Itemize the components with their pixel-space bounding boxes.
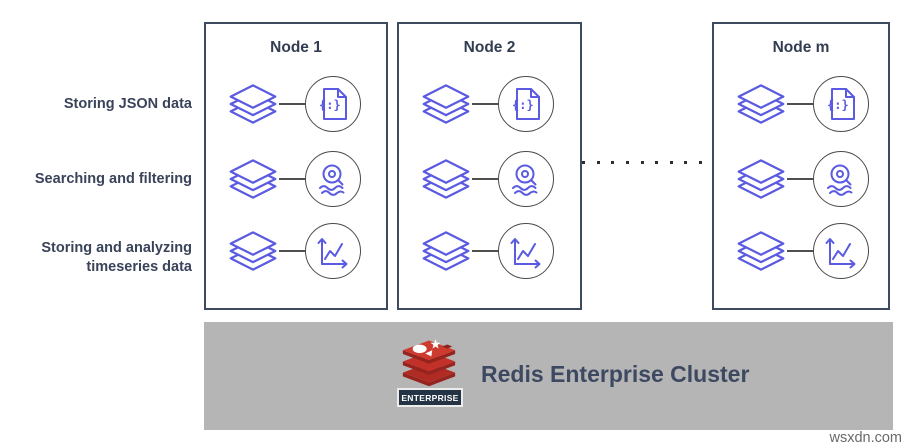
- label-timeseries-line1: Storing and analyzing: [41, 240, 192, 256]
- database-shard-stack-icon: [735, 229, 787, 273]
- ellipsis-dot: [669, 160, 673, 164]
- database-shard-stack-icon: [735, 157, 787, 201]
- search-module-circle: [498, 151, 554, 207]
- ellipsis-dot: [640, 160, 644, 164]
- search-module-circle: [813, 151, 869, 207]
- search-module-circle: [305, 151, 361, 207]
- redis-enterprise-cluster-bar: ENTERPRISE Redis Enterprise Cluster: [204, 322, 893, 430]
- node-1-json-row: [227, 76, 361, 132]
- connector-line: [787, 103, 813, 105]
- node-2-search-row: [420, 151, 554, 207]
- json-module-circle: [498, 76, 554, 132]
- node-1-box: Node 1: [204, 22, 388, 310]
- database-shard-stack-icon: [227, 229, 279, 273]
- database-shard-stack-icon: [227, 157, 279, 201]
- node-1-timeseries-row: [227, 223, 361, 279]
- connector-line: [279, 103, 305, 105]
- watermark-text: wsxdn.com: [829, 430, 902, 446]
- label-searching-filtering: Searching and filtering: [34, 171, 192, 187]
- ellipsis-dot: [655, 160, 659, 164]
- node-m-json-row: [735, 76, 869, 132]
- cluster-bar-title: Redis Enterprise Cluster: [481, 361, 750, 387]
- search-filter-icon: [821, 159, 861, 199]
- database-shard-stack-icon: [735, 82, 787, 126]
- database-shard-stack-icon: [227, 82, 279, 126]
- connector-line: [787, 178, 813, 180]
- timeseries-module-circle: [813, 223, 869, 279]
- node-1-search-row: [227, 151, 361, 207]
- connector-line: [472, 103, 498, 105]
- json-module-circle: [813, 76, 869, 132]
- database-shard-stack-icon: [420, 229, 472, 273]
- timeseries-module-circle: [498, 223, 554, 279]
- label-timeseries-data: Storing and analyzing timeseries data: [0, 239, 192, 277]
- connector-line: [279, 250, 305, 252]
- label-storing-json-data: Storing JSON data: [63, 96, 192, 112]
- redis-logo-icon: [402, 339, 456, 387]
- node-2-timeseries-row: [420, 223, 554, 279]
- ellipsis-dot: [611, 160, 615, 164]
- node-1-title: Node 1: [270, 39, 322, 56]
- redis-enterprise-badge: ENTERPRISE: [397, 388, 463, 407]
- json-document-icon: [821, 84, 861, 124]
- label-timeseries-line2: timeseries data: [86, 259, 192, 275]
- node-2-title: Node 2: [463, 39, 516, 56]
- timeseries-chart-icon: [313, 231, 353, 271]
- node-2-json-row: [420, 76, 554, 132]
- connector-line: [787, 250, 813, 252]
- ellipsis-dot: [625, 160, 629, 164]
- connector-line: [279, 178, 305, 180]
- connector-line: [472, 250, 498, 252]
- json-document-icon: [506, 84, 546, 124]
- node-m-title: Node m: [772, 39, 830, 56]
- ellipsis-dot: [684, 160, 688, 164]
- node-m-search-row: [735, 151, 869, 207]
- database-shard-stack-icon: [420, 157, 472, 201]
- ellipsis-dot: [596, 160, 600, 164]
- timeseries-module-circle: [305, 223, 361, 279]
- timeseries-chart-icon: [506, 231, 546, 271]
- database-shard-stack-icon: [420, 82, 472, 126]
- search-filter-icon: [313, 159, 353, 199]
- search-filter-icon: [506, 159, 546, 199]
- connector-line: [472, 178, 498, 180]
- node-2-box: Node 2: [397, 22, 582, 310]
- json-document-icon: [313, 84, 353, 124]
- timeseries-chart-icon: [821, 231, 861, 271]
- json-module-circle: [305, 76, 361, 132]
- node-m-timeseries-row: [735, 223, 869, 279]
- ellipsis-dot: [582, 160, 585, 164]
- ellipsis-dots: [582, 160, 702, 164]
- ellipsis-dot: [699, 160, 702, 164]
- node-m-box: Node m: [712, 22, 890, 310]
